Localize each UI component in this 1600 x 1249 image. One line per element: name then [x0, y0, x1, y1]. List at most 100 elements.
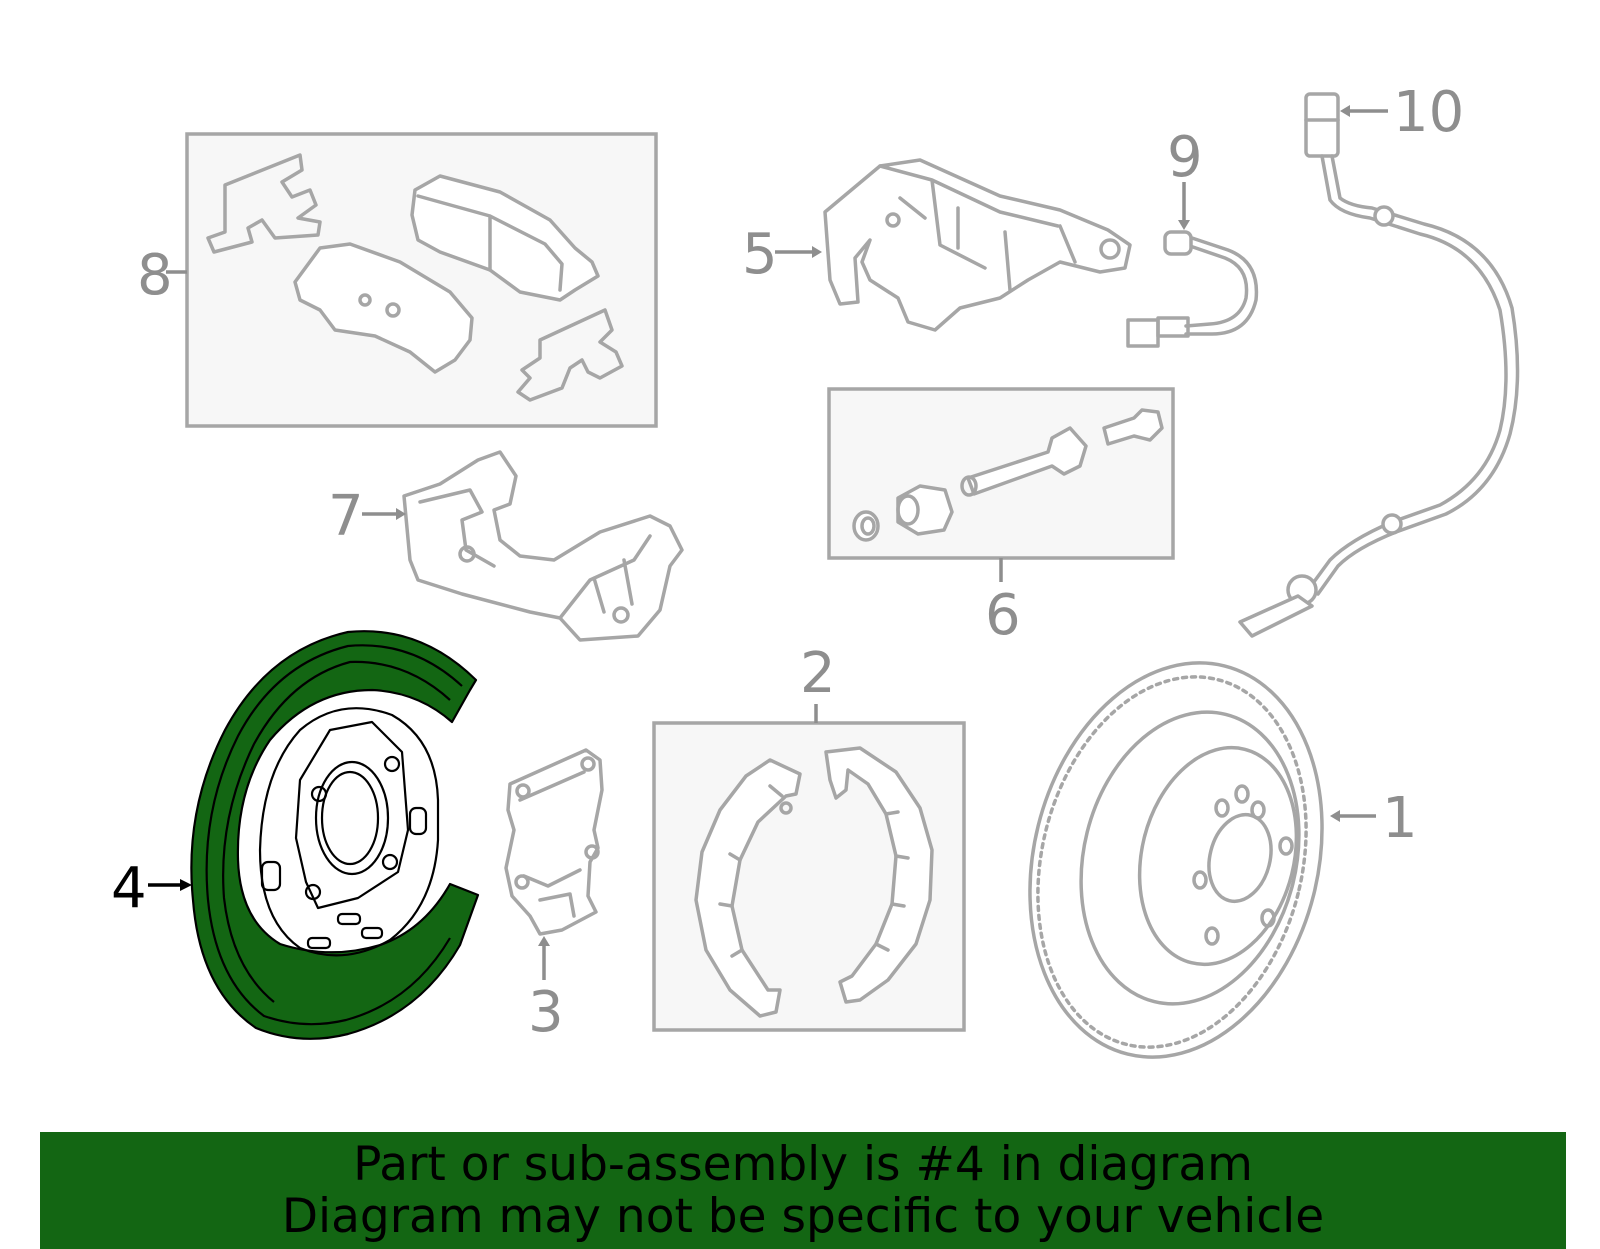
callout-2-label: 2	[800, 641, 836, 706]
rotor-lug-2	[1250, 800, 1266, 820]
backing-plate-inner-ring	[258, 707, 440, 957]
rotor-vent-ring	[1036, 675, 1308, 1049]
part-5-brake-caliper[interactable]: 5	[742, 158, 1132, 332]
arrow-3	[538, 936, 550, 946]
shoe-right-web	[874, 810, 910, 952]
backing-plate-bolt-3	[381, 853, 399, 871]
backing-plate-slot-1	[306, 936, 332, 950]
arrow-4	[180, 879, 192, 891]
callout-4-label: 4	[111, 856, 147, 921]
backing-plate-bolt-1	[310, 785, 328, 803]
part-6-guide-pin-kit[interactable]: 6	[827, 387, 1175, 648]
callout-10-label: 10	[1393, 80, 1464, 145]
info-banner: Part or sub-assembly is #4 in diagram Di…	[40, 1132, 1566, 1249]
hose-ferrule	[1156, 316, 1190, 338]
pin-boot-end	[896, 494, 920, 526]
arrow-10	[1340, 105, 1350, 117]
shoe-right	[824, 746, 934, 1004]
backing-plate-body	[190, 630, 480, 1040]
sensor-grommet-upper	[1373, 205, 1395, 227]
shoe-left-web	[718, 784, 784, 958]
sensor-grommet-lower	[1381, 513, 1403, 535]
backing-plate-rim-1	[205, 644, 463, 1026]
backing-plate-hub-hole-inner	[314, 760, 390, 876]
hose-fitting-top	[1163, 230, 1193, 256]
callout-7-label: 7	[328, 484, 364, 549]
backing-plate-bolt-2	[383, 755, 401, 773]
hose-fitting-bottom	[1126, 318, 1160, 348]
callout-8-label: 8	[137, 243, 173, 308]
bracket-plate-hole-3	[584, 844, 600, 860]
rotor-lug-7	[1234, 784, 1250, 804]
arrow-5	[812, 246, 822, 258]
arrow-9	[1178, 220, 1190, 230]
brake-pad-upper-lining	[416, 194, 564, 292]
callout-6-label: 6	[985, 583, 1021, 648]
backing-plate-slot-3	[360, 926, 384, 940]
guide-bolt	[1102, 408, 1164, 446]
hose-tube	[1184, 244, 1249, 328]
hose-tube-inner	[1184, 236, 1259, 336]
caliper-boss	[885, 212, 901, 228]
rotor-lug-1	[1214, 798, 1230, 818]
brake-pad-lower	[293, 242, 474, 374]
bracket-plate-hole-4	[514, 874, 530, 890]
callout-9-label: 9	[1167, 125, 1203, 190]
caliper-detail	[878, 164, 1077, 292]
backing-plate-tab-2	[408, 806, 428, 836]
rotor-outer	[1028, 661, 1324, 1059]
rotor-inner-face	[1079, 710, 1301, 1006]
shoe-left-hole	[779, 801, 793, 815]
pad-hole-1	[358, 293, 372, 307]
pad-hole-2	[385, 302, 401, 318]
backing-plate-tab-1	[260, 860, 282, 892]
pad-clip-lower	[516, 308, 624, 402]
backing-plate-slot-2	[336, 912, 362, 926]
caliper-body	[823, 158, 1132, 332]
bracket-plate-detail	[518, 770, 586, 918]
bracket-hole-1	[458, 545, 476, 563]
part-10-wheel-speed-sensor[interactable]: 10	[1238, 80, 1520, 638]
part-3-parking-brake-bracket[interactable]: 3	[504, 748, 604, 1045]
callout-5-label: 5	[742, 222, 778, 287]
part-9-brake-hose[interactable]: 9	[1126, 125, 1259, 348]
arrow-1	[1330, 810, 1340, 822]
guide-pin-tip	[960, 475, 978, 497]
bracket-plate	[504, 748, 604, 936]
rotor-lug-3	[1278, 836, 1294, 856]
rotor-lug-4	[1260, 908, 1276, 928]
part-8-brake-pad-kit[interactable]: 8	[137, 132, 658, 428]
sensor-head	[1238, 594, 1314, 638]
callout-1-label: 1	[1382, 786, 1418, 851]
caliper-bleeder	[1099, 238, 1121, 260]
bracket-plate-hole-2	[580, 756, 596, 772]
sensor-wire-inner	[1316, 154, 1520, 596]
banner-background	[40, 1132, 1566, 1249]
callout-3-label: 3	[528, 980, 564, 1045]
backing-plate-rim-2	[222, 660, 451, 1003]
sensor-connector	[1304, 92, 1340, 158]
rotor-hub-bore	[1207, 812, 1273, 904]
pin-boot	[896, 484, 954, 536]
backing-plate-hub-hole	[320, 770, 380, 866]
bracket-body	[402, 450, 684, 642]
part-4-backing-plate[interactable]: 4	[111, 630, 480, 1040]
part-1-brake-rotor[interactable]: 1	[990, 632, 1418, 1089]
banner-line-1: Part or sub-assembly is #4 in diagram	[353, 1136, 1253, 1192]
shoe-left	[694, 758, 802, 1018]
part-7-caliper-bracket[interactable]: 7	[328, 450, 684, 642]
rotor-hat	[1137, 745, 1299, 967]
sensor-wire	[1306, 154, 1508, 592]
rotor-lug-6	[1204, 926, 1220, 946]
part-2-parking-brake-shoes[interactable]: 2	[652, 641, 966, 1032]
pin-bushing-small-inner	[860, 516, 876, 536]
banner-line-2: Diagram may not be specific to your vehi…	[281, 1188, 1325, 1244]
rotor-lug-5	[1192, 870, 1208, 890]
guide-pin	[966, 426, 1088, 496]
pad-clip-upper	[206, 153, 322, 254]
backing-plate-mount	[294, 720, 410, 910]
bracket-detail	[418, 488, 652, 620]
bracket-plate-hole-1	[515, 783, 531, 799]
arrow-7	[396, 508, 406, 520]
